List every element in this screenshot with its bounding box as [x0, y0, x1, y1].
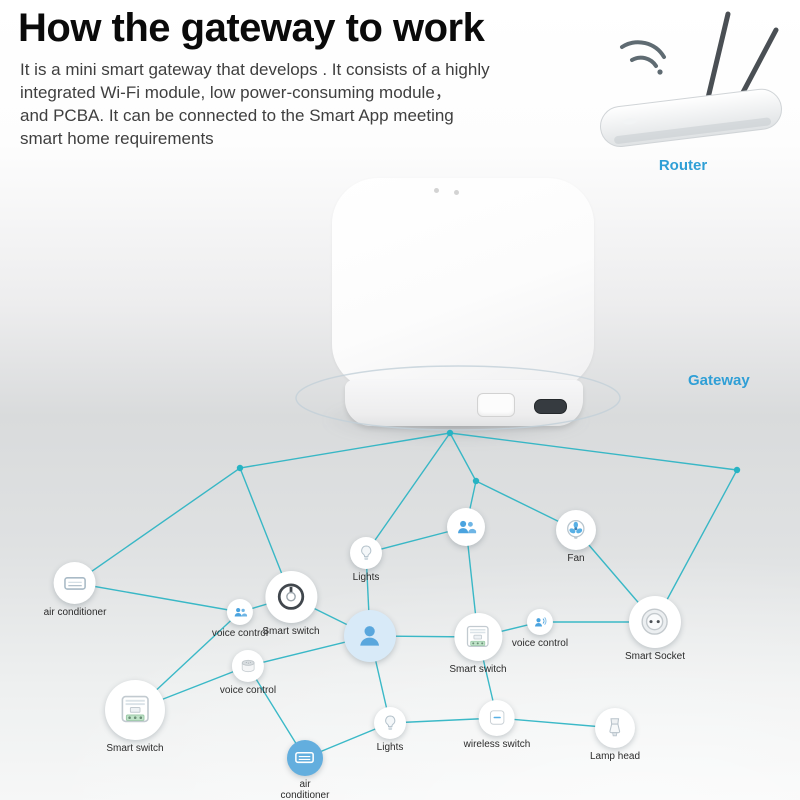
- lamp-head-icon: [594, 708, 635, 748]
- router-label: Router: [658, 157, 708, 174]
- gateway-device-top: [332, 178, 594, 390]
- node-wireless-switch: wireless switch: [463, 700, 531, 750]
- person-icon: [344, 610, 396, 662]
- node-voice-control-people: voice control: [212, 599, 268, 639]
- gateway-usb-port: [534, 399, 567, 414]
- node-label: voice control: [219, 685, 277, 696]
- node-label: Fan: [567, 553, 585, 564]
- gateway-indicator-dot: [434, 188, 439, 193]
- node-smart-socket: Smart Socket: [625, 596, 685, 662]
- fan-icon: [556, 510, 596, 550]
- node-person-big: [344, 610, 396, 662]
- page-title: How the gateway to work: [18, 6, 485, 50]
- node-lamp-head: Lamp head: [590, 708, 640, 762]
- node-label: Smart switch: [106, 743, 164, 754]
- node-label: air conditioner: [43, 607, 107, 618]
- people-icon: [447, 508, 485, 546]
- air-conditioner-icon: [54, 562, 96, 604]
- bulb-icon: [374, 707, 406, 739]
- node-label: Smart switch: [449, 664, 507, 675]
- gateway-indicator-dot: [454, 190, 459, 195]
- router-icon: [600, 11, 782, 148]
- node-lights-lower: Lights: [374, 707, 406, 753]
- description-line: smart home requirements: [20, 129, 214, 148]
- description-line: and PCBA. It can be connected to the Sma…: [20, 106, 454, 125]
- node-label: Smart Socket: [624, 651, 686, 662]
- node-label: Lights: [376, 742, 404, 753]
- node-smart-switch-dial: Smart switch: [262, 571, 320, 637]
- air-conditioner-white-icon: [287, 740, 323, 776]
- gateway-label: Gateway: [688, 372, 750, 389]
- node-air-conditioner-blue: air conditioner: [276, 740, 334, 800]
- description-line: integrated Wi-Fi module, low power-consu…: [20, 83, 452, 102]
- node-smart-switch-big: Smart switch: [105, 680, 165, 754]
- speaker-icon: [231, 650, 264, 682]
- node-label: voice control: [511, 638, 569, 649]
- node-voice-control-speaker: voice control: [220, 650, 276, 696]
- node-label: Lamp head: [589, 751, 641, 762]
- page-description: It is a mini smart gateway that develops…: [20, 58, 560, 150]
- node-smart-switch-mini: Smart switch: [449, 613, 507, 675]
- node-fan: Fan: [556, 510, 596, 564]
- bulb-icon: [350, 537, 382, 569]
- wireless-switch-icon: [479, 700, 515, 736]
- node-label: wireless switch: [463, 739, 531, 750]
- socket-icon: [629, 596, 681, 648]
- description-line: It is a mini smart gateway that develops…: [20, 60, 490, 79]
- node-air-conditioner-left: air conditioner: [43, 562, 107, 618]
- node-lights-upper: Lights: [350, 537, 382, 583]
- node-label: Smart switch: [262, 626, 320, 637]
- gateway-reset-button: [477, 393, 515, 417]
- node-label: air conditioner: [280, 779, 330, 800]
- node-label: voice control: [211, 628, 269, 639]
- dial-icon: [264, 571, 317, 623]
- breaker-icon: [453, 613, 502, 661]
- node-people-mid: [447, 508, 485, 546]
- people-icon: [226, 599, 253, 625]
- node-voice-control-small: voice control: [512, 609, 568, 649]
- router-illustration: [588, 2, 793, 154]
- voice-icon: [526, 609, 553, 635]
- node-label: Lights: [352, 572, 380, 583]
- breaker-icon: [105, 680, 165, 740]
